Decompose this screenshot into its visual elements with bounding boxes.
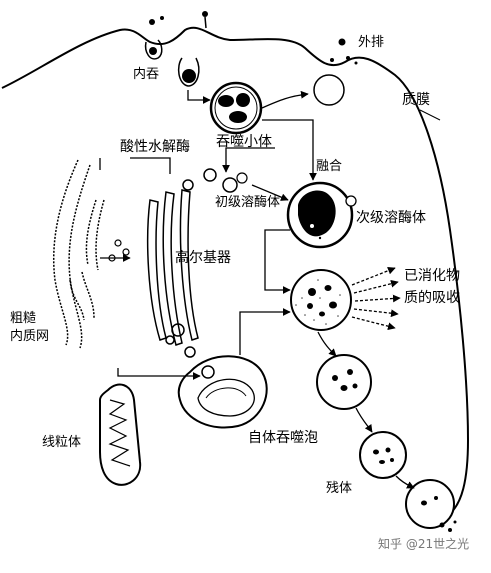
autophagosome xyxy=(177,355,268,429)
absorption-arrows xyxy=(351,266,401,331)
label-secondary-lysosome: 次级溶酶体 xyxy=(356,210,426,226)
golgi-apparatus xyxy=(146,179,199,358)
mitochondrion xyxy=(99,383,142,486)
residual-body xyxy=(405,479,457,532)
rough-er xyxy=(52,159,105,349)
primary-lysosomes xyxy=(203,168,248,193)
watermark: 知乎 @21世之光 xyxy=(378,537,469,551)
label-absorbed-2: 质的吸收 xyxy=(404,290,460,306)
membrane-leader xyxy=(419,109,441,121)
label-acid-hydrolase: 酸性水解酶 xyxy=(120,139,190,155)
phagosome xyxy=(209,81,263,135)
digestive-vesicle-2 xyxy=(316,354,372,410)
process-arrows xyxy=(99,90,415,489)
label-mitochondrion: 线粒体 xyxy=(42,435,81,450)
label-rough-er-2: 内质网 xyxy=(10,328,49,344)
label-autophagosome: 自体吞噬泡 xyxy=(248,430,318,446)
label-rough-er-1: 粗糙 xyxy=(10,311,36,326)
endocytosis-vesicles xyxy=(144,11,208,87)
label-exocytosis: 外排 xyxy=(358,35,384,50)
label-fusion: 融合 xyxy=(316,159,342,174)
exocytosis-vesicle xyxy=(313,38,358,106)
label-golgi: 高尔基器 xyxy=(175,249,231,266)
plasma-membrane-outline xyxy=(1,26,470,516)
label-endocytosis: 内吞 xyxy=(133,66,159,82)
label-plasma-membrane: 质膜 xyxy=(402,92,430,108)
digestive-vesicle-3 xyxy=(359,431,407,479)
label-primary-lysosome: 初级溶酶体 xyxy=(215,194,280,210)
label-residual-body: 残体 xyxy=(326,481,352,496)
digestive-vesicle-1 xyxy=(290,269,352,331)
label-phagosome: 吞噬小体 xyxy=(216,134,272,150)
secondary-lysosome xyxy=(286,181,357,249)
label-absorbed-1: 已消化物 xyxy=(404,268,460,284)
